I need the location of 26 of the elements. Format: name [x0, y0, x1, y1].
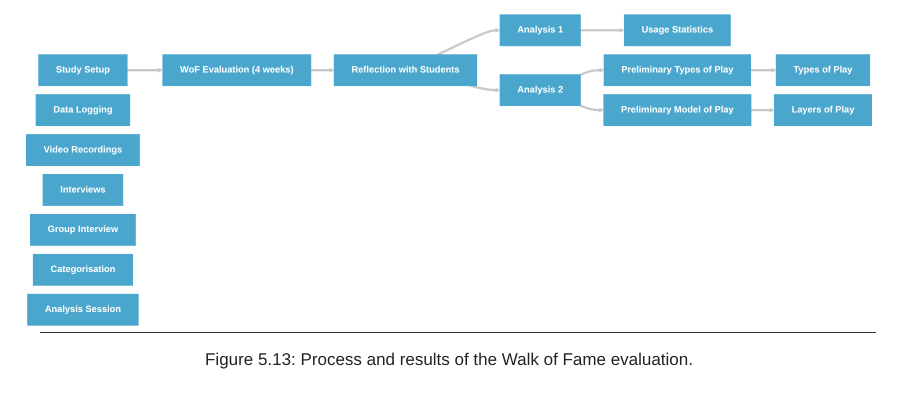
node-box: Group Interview: [30, 214, 136, 246]
arrow: [127, 68, 163, 73]
node-box: Data Logging: [36, 94, 130, 126]
node-box: Layers of Play: [774, 94, 872, 126]
figure-caption: Figure 5.13: Process and results of the Walk of Fame evaluation.: [205, 350, 693, 370]
node-box: Preliminary Model of Play: [603, 94, 752, 126]
arrow: [751, 108, 774, 113]
node-box: Interviews: [42, 174, 124, 206]
arrow: [580, 68, 604, 76]
arrow: [750, 68, 776, 73]
arrow: [437, 28, 500, 56]
node-box: Usage Statistics: [624, 14, 731, 46]
arrow: [470, 84, 500, 93]
node-box: Study Setup: [38, 54, 128, 86]
arrow: [580, 28, 624, 33]
node-box: Analysis 2: [500, 74, 581, 106]
node-box: Reflection with Students: [334, 54, 478, 86]
node-box: Video Recordings: [26, 134, 140, 166]
node-box: Preliminary Types of Play: [604, 54, 751, 86]
arrow: [310, 68, 334, 73]
arrow: [580, 104, 604, 113]
node-box: Types of Play: [776, 54, 870, 86]
node-box: Analysis 1: [500, 14, 581, 46]
node-box: WoF Evaluation (4 weeks): [162, 54, 312, 86]
node-box: Analysis Session: [27, 294, 139, 326]
node-box: Categorisation: [32, 254, 133, 286]
